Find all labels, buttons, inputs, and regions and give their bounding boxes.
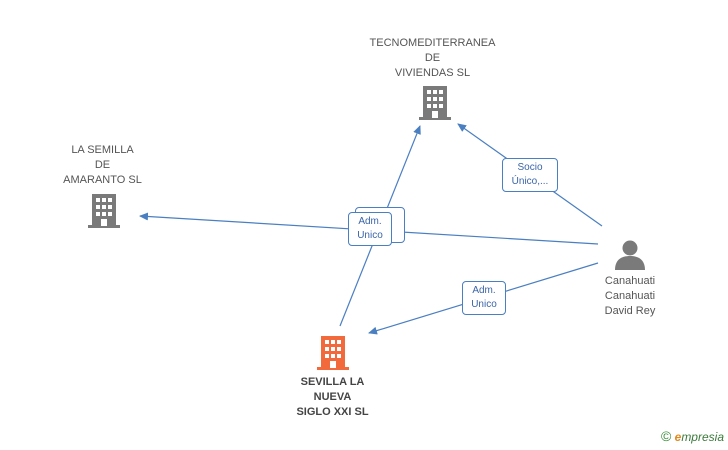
node-label-line: DE	[424, 52, 441, 64]
building-icon-highlighted[interactable]	[317, 336, 349, 370]
node-label-line: SEVILLA LA	[300, 376, 365, 388]
edge-label-adm-right[interactable]: Adm. Unico	[462, 281, 506, 315]
node-label-tecnomediterranea: TECNOMEDITERRANEA DE VIVIENDAS SL	[360, 36, 505, 81]
building-icon[interactable]	[419, 86, 451, 120]
node-label-person: Canahuati Canahuati David Rey	[580, 274, 680, 319]
brand-name: mpresia	[681, 430, 724, 444]
copyright-icon: ©	[660, 428, 672, 444]
edge-label-line: Adm.	[472, 285, 496, 296]
edge-label-line: Adm.	[358, 216, 382, 227]
node-label-line: DE	[94, 159, 111, 171]
edge-label-adm-center[interactable]: Adm. Unico	[348, 212, 392, 246]
brand-initial: e	[674, 430, 682, 444]
node-label-line: Canahuati	[604, 290, 656, 302]
node-label-sevilla: SEVILLA LA NUEVA SIGLO XXI SL	[270, 375, 395, 420]
edge-label-line: Socio	[517, 162, 543, 173]
edge-label-line: Unico	[357, 230, 383, 241]
node-label-line: AMARANTO SL	[63, 174, 142, 186]
edge-label-line: Unico	[471, 299, 497, 310]
node-label-line: VIVIENDAS SL	[394, 67, 471, 79]
node-label-la-semilla: LA SEMILLA DE AMARANTO SL	[45, 143, 160, 188]
node-label-line: SIGLO XXI SL	[296, 406, 369, 418]
empresia-watermark: © empresia	[661, 428, 724, 444]
building-icon[interactable]	[88, 194, 120, 228]
edge-label-socio[interactable]: Socio Único,...	[502, 158, 558, 192]
node-label-line: Canahuati	[604, 275, 656, 287]
node-label-line: NUEVA	[313, 391, 352, 403]
person-icon[interactable]	[614, 240, 646, 270]
node-label-line: LA SEMILLA	[71, 144, 134, 156]
edge-label-line: Único,...	[511, 176, 549, 187]
node-label-line: David Rey	[604, 305, 656, 317]
node-label-line: TECNOMEDITERRANEA	[369, 37, 496, 49]
